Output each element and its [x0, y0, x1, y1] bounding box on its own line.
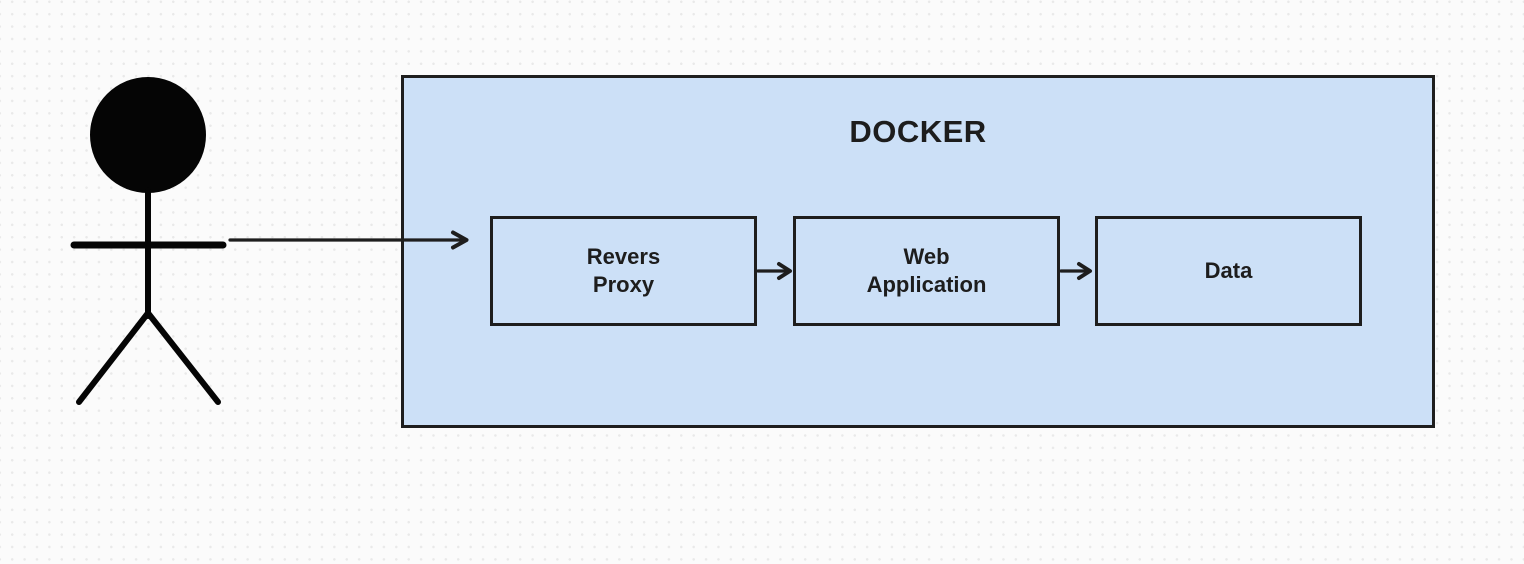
node-data: Data — [1095, 216, 1362, 326]
node-web-application-label-line1: Web — [903, 244, 950, 269]
actor-leg-right — [145, 310, 221, 405]
actor-figure — [70, 77, 227, 405]
actor-head — [90, 77, 206, 193]
docker-title: DOCKER — [849, 114, 987, 149]
node-reverse-proxy: Revers Proxy — [490, 216, 757, 326]
node-web-application-label-line2: Application — [866, 272, 987, 297]
node-data-label: Data — [1204, 258, 1253, 283]
node-web-application: Web Application — [793, 216, 1060, 326]
node-reverse-proxy-label-line1: Revers — [586, 244, 661, 269]
node-reverse-proxy-label-line2: Proxy — [592, 272, 655, 297]
actor-leg-left — [76, 310, 151, 405]
